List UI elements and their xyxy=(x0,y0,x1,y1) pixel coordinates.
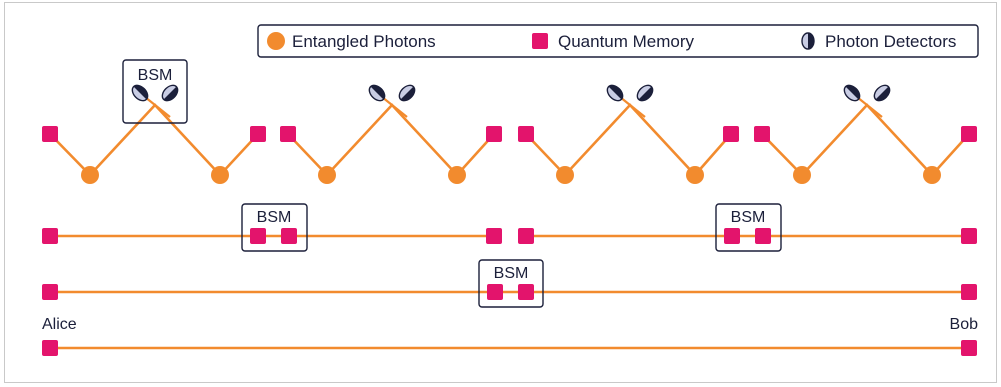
photon-detector-icon xyxy=(398,84,416,102)
photon-detector-icon xyxy=(843,84,861,102)
entangled-photon-legend-icon xyxy=(267,32,285,50)
photon-detector-icon xyxy=(636,84,654,102)
quantum-memory xyxy=(280,126,296,142)
endpoint-label-bob: Bob xyxy=(950,316,979,333)
quantum-memory-bob xyxy=(961,340,977,356)
quantum-memory xyxy=(42,228,58,244)
entangled-photon xyxy=(793,166,811,184)
quantum-memory xyxy=(518,228,534,244)
quantum-memory xyxy=(754,126,770,142)
photon-detector-icon xyxy=(873,84,891,102)
quantum-memory xyxy=(961,228,977,244)
quantum-memory-legend-icon xyxy=(532,33,548,49)
photon-detectors xyxy=(131,84,891,102)
photon-detector-icon xyxy=(368,84,386,102)
legend-label-entangled-photons: Entangled Photons xyxy=(292,32,436,51)
elementary-link-3 xyxy=(525,103,732,177)
bsm-box-row1 xyxy=(122,59,188,124)
bsm-label: BSM xyxy=(138,67,173,84)
row1-memories xyxy=(42,126,977,142)
entangled-photon xyxy=(556,166,574,184)
legend-label-photon-detectors: Photon Detectors xyxy=(825,32,956,51)
quantum-memory xyxy=(42,126,58,142)
swap-level-1-row: BSM BSM xyxy=(42,203,977,252)
diagram-frame xyxy=(4,2,997,383)
entangled-photon xyxy=(448,166,466,184)
quantum-memory xyxy=(755,228,771,244)
entangled-photon xyxy=(211,166,229,184)
bsm-label: BSM xyxy=(494,265,529,282)
quantum-memory xyxy=(250,228,266,244)
photon-detector-legend-icon xyxy=(801,32,815,50)
entangled-photon xyxy=(81,166,99,184)
quantum-memory xyxy=(42,284,58,300)
quantum-memory xyxy=(486,126,502,142)
end-to-end-row xyxy=(42,340,977,356)
bsm-box-row2-right xyxy=(715,203,782,252)
quantum-memory xyxy=(961,126,977,142)
swap-level-2-row: BSM xyxy=(42,259,977,308)
quantum-memory xyxy=(281,228,297,244)
photon-detector-icon xyxy=(131,84,149,102)
elementary-link-4 xyxy=(761,103,970,177)
detector-crossings xyxy=(139,92,883,118)
quantum-memory xyxy=(250,126,266,142)
quantum-memory xyxy=(487,284,503,300)
quantum-memory xyxy=(518,284,534,300)
bsm-box-row2-left xyxy=(241,203,308,252)
legend: Entangled Photons Quantum Memory Photon … xyxy=(257,24,979,58)
entangled-photons xyxy=(81,166,941,184)
quantum-memory xyxy=(961,284,977,300)
bsm-box-row3 xyxy=(478,259,544,308)
elementary-links-row xyxy=(49,103,970,177)
quantum-memory xyxy=(724,228,740,244)
entangled-photon xyxy=(318,166,336,184)
legend-label-quantum-memory: Quantum Memory xyxy=(558,32,695,51)
quantum-memory xyxy=(486,228,502,244)
photon-detector-icon xyxy=(161,84,179,102)
endpoint-label-alice: Alice xyxy=(42,316,77,333)
bsm-label: BSM xyxy=(731,209,766,226)
legend-box xyxy=(257,24,979,58)
bsm-label: BSM xyxy=(257,209,292,226)
quantum-memory xyxy=(518,126,534,142)
elementary-link-1 xyxy=(49,103,259,177)
quantum-memory xyxy=(723,126,739,142)
entangled-photon xyxy=(686,166,704,184)
elementary-link-2 xyxy=(287,103,495,177)
entangled-photon xyxy=(923,166,941,184)
quantum-memory-alice xyxy=(42,340,58,356)
photon-detector-icon xyxy=(606,84,624,102)
